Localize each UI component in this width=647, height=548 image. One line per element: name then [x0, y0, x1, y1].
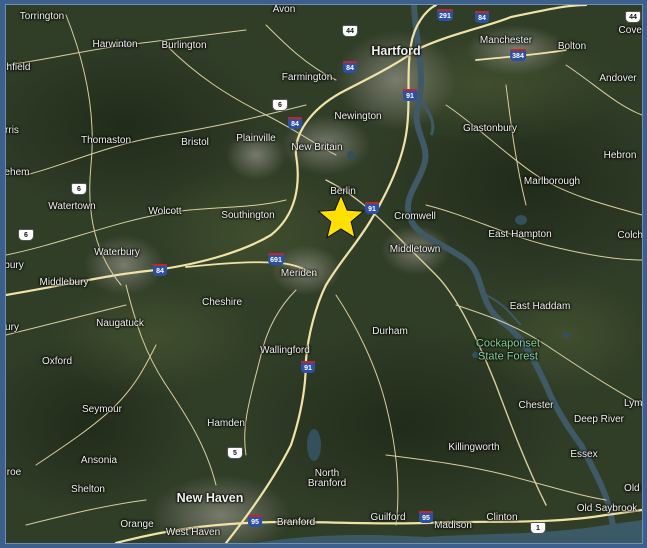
- route-shield-84-icon: 84: [288, 117, 302, 129]
- route-shield-1-icon: 1: [530, 522, 546, 534]
- place-label-manchester: Manchester: [479, 35, 533, 46]
- place-label-litchfield: chfield: [6, 62, 31, 73]
- place-label-killingworth: Killingworth: [448, 442, 500, 453]
- place-label-middlebury: Middlebury: [39, 277, 89, 288]
- route-shield-95-icon: 95: [419, 511, 433, 523]
- route-shield-6-icon: 6: [18, 229, 34, 241]
- water-features: [404, 5, 619, 543]
- place-label-cromwell: Cromwell: [394, 211, 436, 222]
- route-shield-291-icon: 291: [437, 9, 453, 21]
- place-label-durham: Durham: [372, 326, 408, 337]
- place-label-morris: rris: [5, 125, 19, 136]
- place-label-deep-river: Deep River: [573, 414, 625, 425]
- place-label-east-hampton: East Hampton: [488, 229, 552, 240]
- place-label-hamden: Hamden: [207, 418, 245, 429]
- place-label-meriden: Meriden: [280, 268, 318, 279]
- place-label-harwinton: Harwinton: [92, 39, 138, 50]
- route-shield-91-icon: 91: [403, 89, 417, 101]
- place-label-waterbury: Waterbury: [94, 247, 140, 258]
- place-label-wallingford: Wallingford: [260, 345, 310, 356]
- route-shield-91-icon: 91: [301, 361, 315, 373]
- route-shield-44-icon: 44: [342, 25, 358, 37]
- route-shield-5-icon: 5: [227, 447, 243, 459]
- satellite-terrain: [6, 5, 642, 543]
- place-label-new-britain: New Britain: [291, 142, 343, 153]
- place-label-seymour: Seymour: [81, 404, 123, 415]
- place-label-woodbury: ury: [5, 322, 19, 333]
- place-label-marlborough: Marlborough: [523, 176, 581, 187]
- route-shield-691-icon: 691: [268, 253, 284, 265]
- star-icon[interactable]: [317, 193, 365, 239]
- place-label-shelton: Shelton: [71, 484, 105, 495]
- place-label-glastonbury: Glastonbury: [463, 123, 517, 134]
- route-shield-44-icon: 44: [625, 11, 641, 23]
- place-label-new-haven: New Haven: [176, 490, 244, 505]
- route-shield-384-icon: 384: [510, 49, 526, 61]
- lakes: [122, 42, 570, 461]
- place-label-oxford: Oxford: [41, 356, 73, 367]
- place-label-southbury: bury: [5, 260, 24, 271]
- place-label-thomaston: Thomaston: [80, 135, 132, 146]
- route-shield-6-icon: 6: [71, 183, 87, 195]
- place-label-guilford: Guilford: [370, 512, 406, 523]
- route-shield-84-icon: 84: [343, 61, 357, 73]
- place-label-newington: Newington: [334, 111, 382, 122]
- place-label-bristol: Bristol: [181, 137, 209, 148]
- place-label-clinton: Clinton: [486, 512, 518, 523]
- place-label-naugatuck: Naugatuck: [96, 318, 144, 329]
- place-label-avon: Avon: [272, 4, 296, 15]
- route-shield-84-icon: 84: [475, 11, 489, 23]
- park-label-text: Cockaponset State Forest: [475, 337, 541, 362]
- place-label-orange: Orange: [120, 519, 154, 530]
- place-label-north-branford: North Branford: [307, 468, 347, 489]
- place-label-burlington: Burlington: [161, 40, 207, 51]
- place-label-east-haddam: East Haddam: [509, 301, 571, 312]
- route-shield-91-icon: 91: [365, 202, 379, 214]
- sound-water: [256, 520, 642, 543]
- place-label-plainville: Plainville: [236, 133, 276, 144]
- place-label-bolton: Bolton: [557, 41, 587, 52]
- place-label-essex: Essex: [570, 449, 598, 460]
- place-label-chester: Chester: [518, 400, 554, 411]
- place-label-old-saybrook: Old Saybrook: [576, 503, 638, 514]
- park-label: Cockaponset State Forest: [476, 337, 540, 362]
- place-label-wolcott: Wolcott: [148, 206, 182, 217]
- place-label-madison: Madison: [434, 520, 472, 531]
- location-marker[interactable]: [6, 5, 642, 543]
- place-label-hebron: Hebron: [603, 150, 637, 161]
- place-label-lyme: Lyme: [623, 398, 643, 409]
- place-label-cheshire: Cheshire: [201, 297, 243, 308]
- place-label-colchester: Colche: [617, 230, 643, 241]
- place-label-hartford: Hartford: [371, 43, 421, 58]
- place-label-watertown: Watertown: [48, 201, 96, 212]
- place-label-middletown: Middletown: [389, 244, 441, 255]
- place-label-bethlehem: ehem: [5, 167, 30, 178]
- route-shield-95-icon: 95: [248, 515, 262, 527]
- place-label-southington: Southington: [221, 210, 275, 221]
- place-label-farmington: Farmington: [281, 72, 333, 83]
- place-label-monroe: roe: [6, 467, 22, 478]
- place-label-berlin: Berlin: [330, 186, 356, 197]
- route-shield-6-icon: 6: [272, 99, 288, 111]
- place-label-torrington: Torrington: [19, 11, 65, 22]
- place-label-coventry: Coven: [618, 25, 642, 36]
- place-label-old-lyme: Old L: [624, 483, 640, 494]
- place-label-branford: Branford: [276, 517, 316, 528]
- place-label-ansonia: Ansonia: [80, 455, 118, 466]
- place-label-andover: Andover: [599, 73, 637, 84]
- place-label-west-haven: West Haven: [165, 527, 221, 538]
- route-shield-84-icon: 84: [153, 264, 167, 276]
